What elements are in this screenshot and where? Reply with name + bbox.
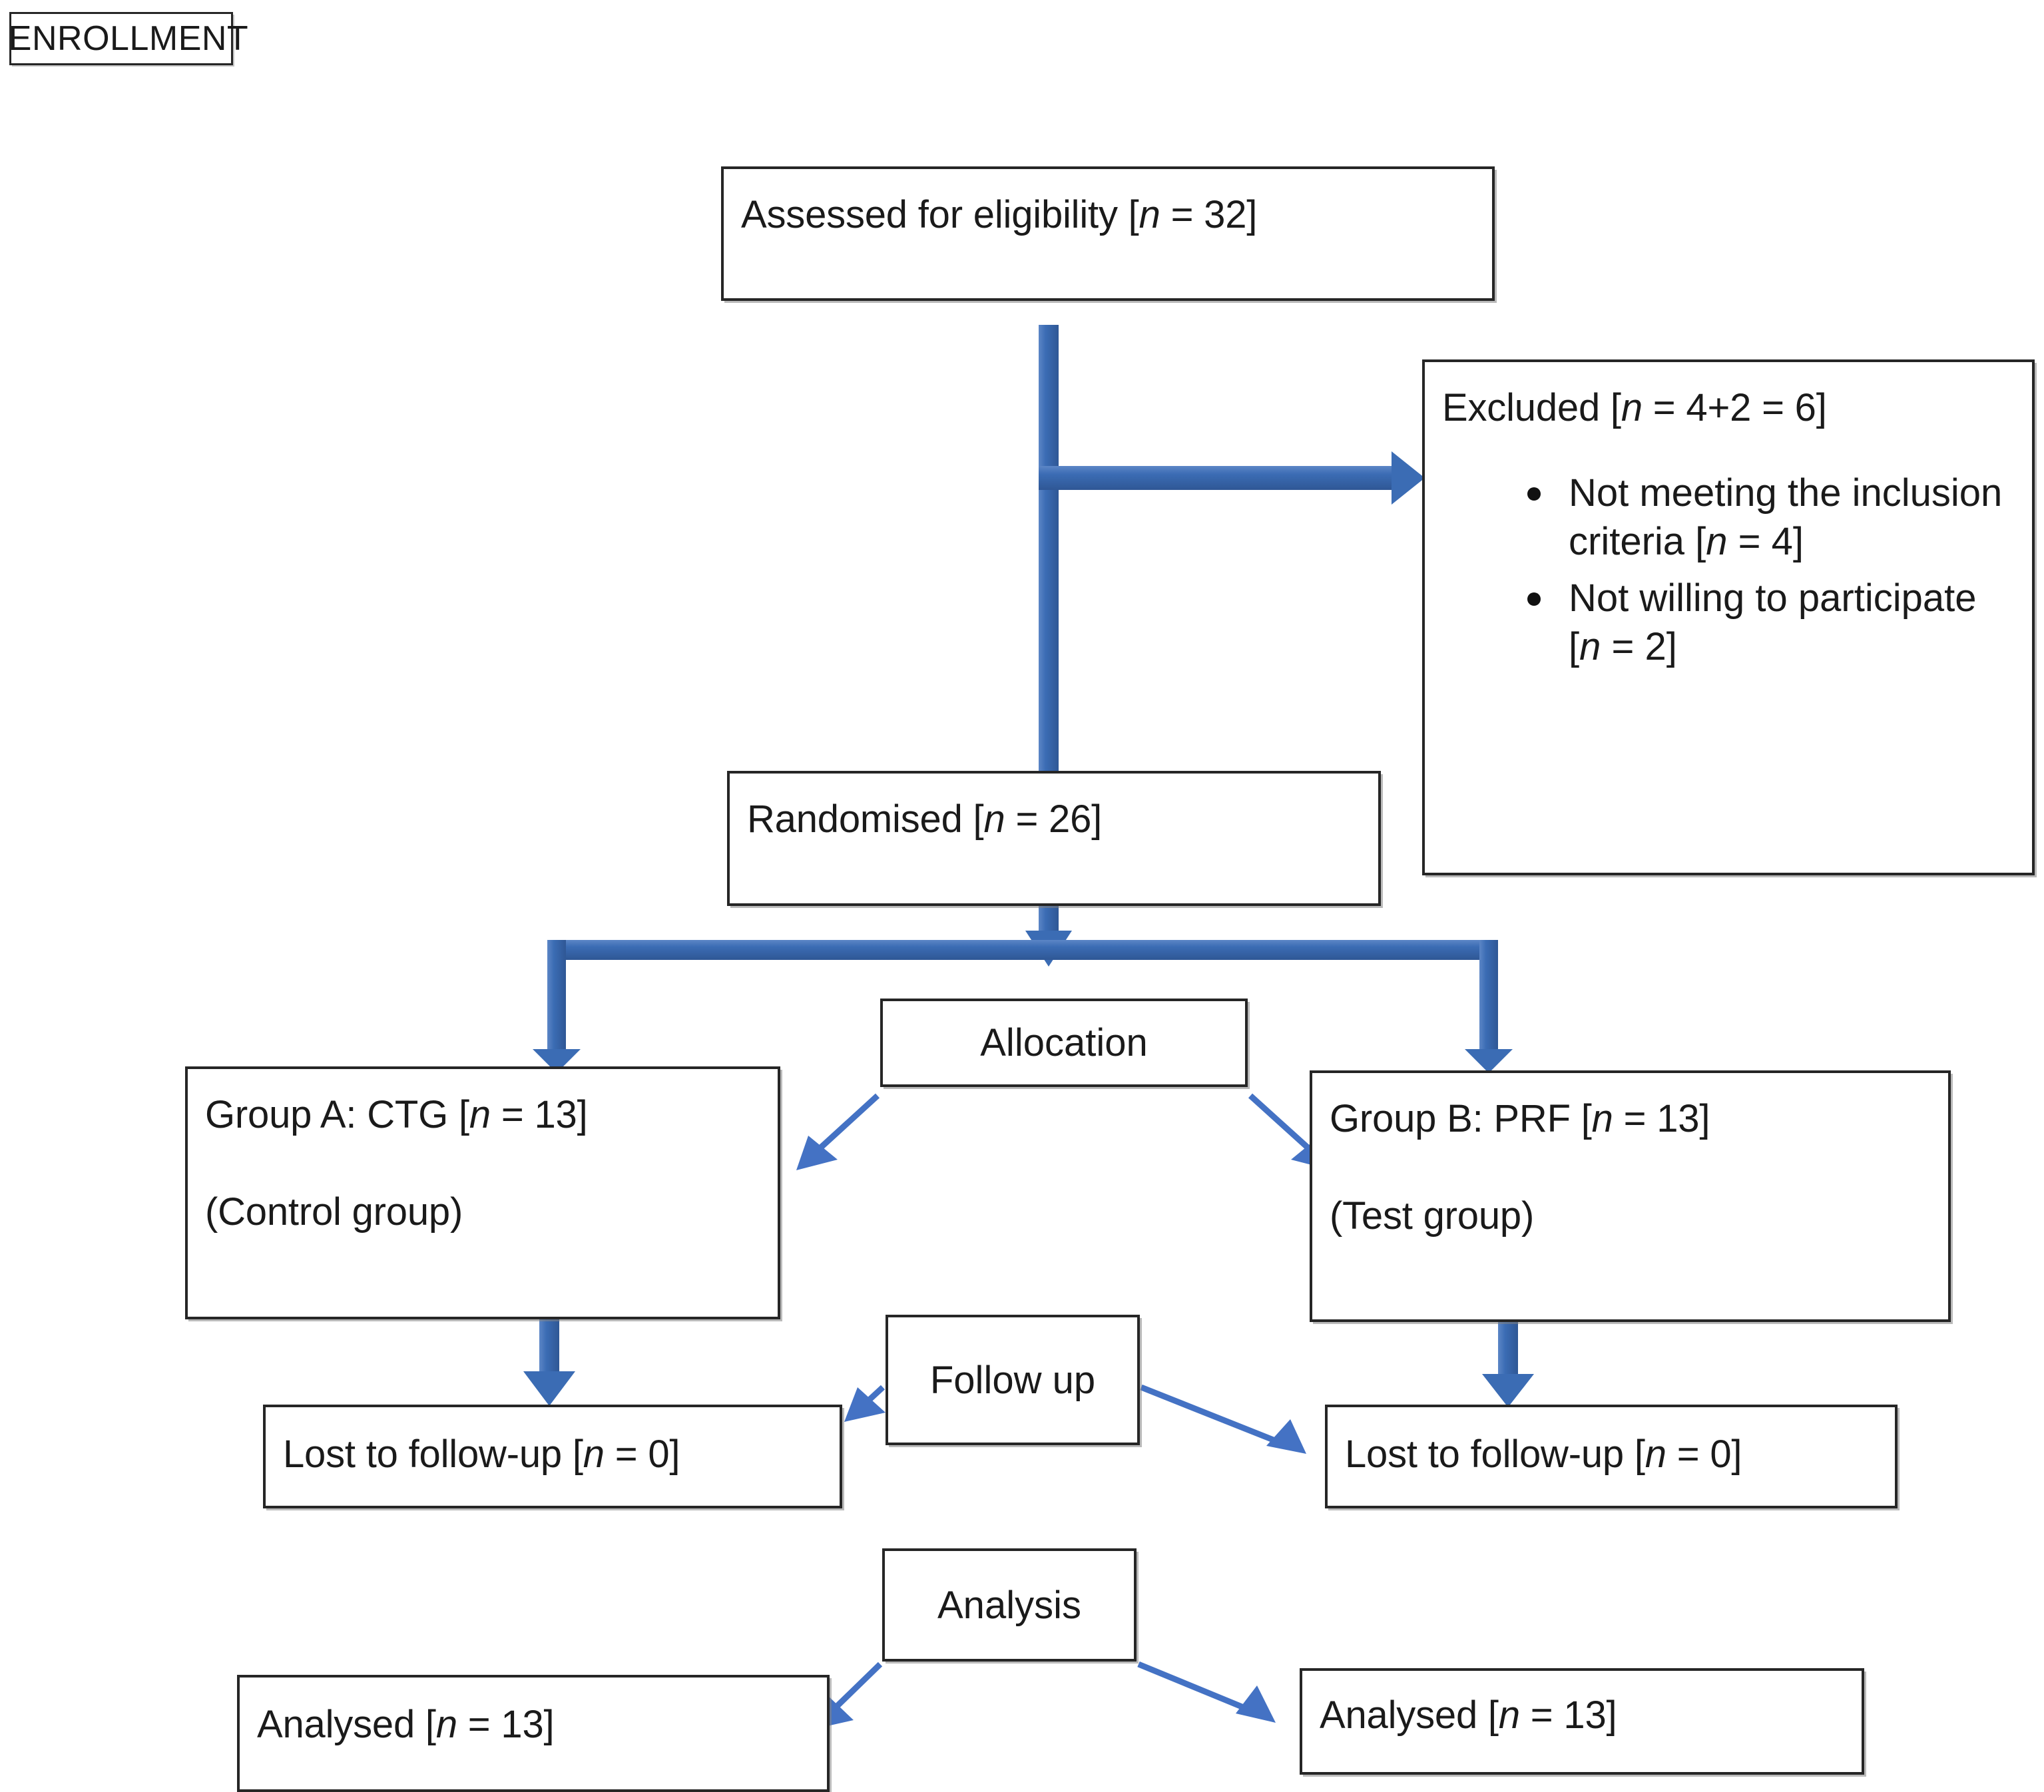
lost-b-prefix: Lost to follow-up [	[1345, 1433, 1645, 1476]
arrow-allocation-left	[796, 1093, 880, 1170]
analysed-b-prefix: Analysed [	[1320, 1693, 1499, 1737]
node-lost-to-followup-b-text: Lost to follow-up [n = 0]	[1345, 1431, 1882, 1478]
node-analysed-b: Analysed [n = 13]	[1300, 1668, 1864, 1775]
node-analysed-a-text: Analysed [n = 13]	[257, 1701, 814, 1749]
node-lost-to-followup-a-text: Lost to follow-up [n = 0]	[283, 1431, 826, 1478]
group-a-suffix: = 13]	[490, 1093, 588, 1136]
node-excluded: Excluded [n = 4+2 = 6] Not meeting the i…	[1422, 359, 2035, 875]
node-assessed-for-eligibility-text: Assessed for eligibility [n = 32]	[741, 192, 1479, 239]
analysed-b-n-symbol: n	[1498, 1693, 1520, 1737]
lost-b-suffix: = 0]	[1666, 1433, 1742, 1476]
node-randomised-text: Randomised [n = 26]	[747, 796, 1365, 843]
excluded-reason-0-suffix: = 4]	[1727, 520, 1804, 564]
group-a-prefix: Group A: CTG [	[205, 1093, 469, 1136]
analysed-a-suffix: = 13]	[457, 1703, 555, 1746]
node-group-b-line2: (Test group)	[1330, 1194, 1535, 1237]
stage-label-analysis: Analysis	[882, 1548, 1137, 1662]
node-lost-to-followup-b: Lost to follow-up [n = 0]	[1325, 1405, 1898, 1508]
eligibility-text-prefix: Assessed for eligibility [	[741, 193, 1139, 236]
analysed-a-n-symbol: n	[435, 1703, 457, 1746]
arrow-eligibility-to-randomised	[1039, 325, 1059, 772]
lost-a-prefix: Lost to follow-up [	[283, 1433, 583, 1476]
excluded-heading-suffix: = 4+2 = 6]	[1642, 386, 1827, 429]
lost-b-n-symbol: n	[1645, 1433, 1666, 1476]
excluded-reason-0-n-symbol: n	[1706, 520, 1728, 564]
group-b-prefix: Group B: PRF [	[1330, 1097, 1592, 1140]
arrow-group-a-to-lost	[523, 1319, 575, 1406]
excluded-reason-1-prefix: Not willing to participate [	[1569, 576, 1977, 669]
arrow-analysis-right	[1137, 1661, 1276, 1723]
node-analysed-b-text: Analysed [n = 13]	[1320, 1692, 1848, 1739]
analysed-b-suffix: = 13]	[1519, 1693, 1617, 1737]
stage-label-enrollment: ENROLLMENT	[9, 12, 248, 65]
node-group-a: Group A: CTG [n = 13] (Control group)	[185, 1066, 780, 1319]
node-assessed-for-eligibility: Assessed for eligibility [n = 32]	[721, 166, 1495, 301]
list-item: Not willing to participate [n = 2]	[1527, 574, 2016, 671]
node-group-b-line1: Group B: PRF [n = 13]	[1330, 1096, 1935, 1143]
arrow-randomised-to-split	[1025, 905, 1072, 967]
node-group-a-line2: (Control group)	[205, 1190, 463, 1233]
excluded-reason-list: Not meeting the inclusion criteria [n = …	[1525, 469, 2016, 679]
stage-label-follow-up: Follow up	[886, 1315, 1140, 1445]
eligibility-text-suffix: = 32]	[1160, 193, 1258, 236]
stage-label-follow-up-text: Follow up	[929, 1358, 1096, 1402]
excluded-reason-1-n-symbol: n	[1579, 625, 1601, 669]
node-group-a-line1: Group A: CTG [n = 13]	[205, 1092, 764, 1139]
excluded-n-symbol: n	[1621, 386, 1643, 429]
arrow-to-excluded	[1039, 451, 1425, 505]
randomised-text-suffix: = 26]	[1005, 797, 1103, 841]
group-b-suffix: = 13]	[1613, 1097, 1710, 1140]
randomised-n-symbol: n	[983, 797, 1005, 841]
lost-a-suffix: = 0]	[604, 1433, 680, 1476]
eligibility-n-symbol: n	[1139, 193, 1160, 236]
node-lost-to-followup-a: Lost to follow-up [n = 0]	[263, 1405, 842, 1508]
excluded-heading-prefix: Excluded [	[1442, 386, 1621, 429]
node-group-b: Group B: PRF [n = 13] (Test group)	[1310, 1070, 1951, 1322]
randomised-text-prefix: Randomised [	[747, 797, 984, 841]
group-a-n-symbol: n	[469, 1093, 491, 1136]
lost-a-n-symbol: n	[583, 1433, 605, 1476]
node-analysed-a: Analysed [n = 13]	[237, 1675, 830, 1792]
group-b-n-symbol: n	[1591, 1097, 1613, 1140]
stage-label-allocation-text: Allocation	[980, 1021, 1148, 1064]
stage-label-analysis-text: Analysis	[937, 1583, 1081, 1627]
excluded-reason-1-suffix: = 2]	[1601, 625, 1677, 669]
arrow-followup-left	[844, 1385, 886, 1422]
node-randomised: Randomised [n = 26]	[727, 771, 1381, 906]
excluded-reason-0-prefix: Not meeting the inclusion criteria [	[1569, 471, 2003, 564]
stage-label-allocation: Allocation	[880, 999, 1248, 1087]
node-excluded-heading: Excluded [n = 4+2 = 6]	[1442, 385, 2019, 432]
analysed-a-prefix: Analysed [	[257, 1703, 436, 1746]
list-item: Not meeting the inclusion criteria [n = …	[1527, 469, 2016, 566]
arrow-followup-right	[1140, 1384, 1306, 1454]
stage-label-enrollment-text: ENROLLMENT	[8, 19, 249, 58]
arrow-group-b-to-lost	[1482, 1322, 1534, 1407]
